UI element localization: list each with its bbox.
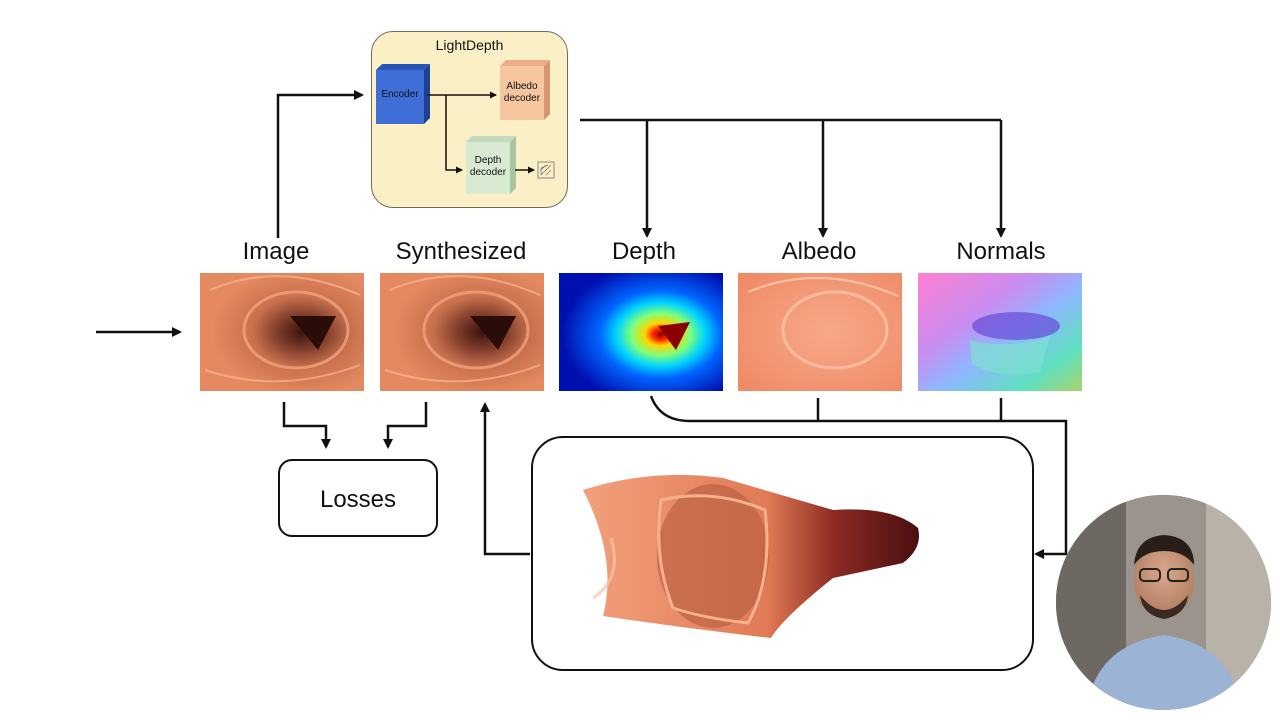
encoder-block	[376, 64, 430, 124]
synthesized-label: Synthesized	[395, 238, 527, 265]
normals-map-panel	[918, 273, 1082, 391]
depth-map-panel	[559, 273, 723, 391]
lightdepth-title: LightDepth	[435, 37, 504, 53]
albedo-decoder-label: Albedo decoder	[503, 81, 541, 104]
normals-label: Normals	[956, 238, 1046, 265]
depth-decoder-block	[466, 136, 516, 194]
synthesized-panel	[380, 273, 544, 391]
presenter-video	[1056, 495, 1271, 710]
3d-colon-render	[583, 474, 919, 638]
albedo-map-panel	[738, 273, 902, 391]
image-label: Image	[242, 238, 310, 265]
3d-render-box	[531, 436, 1034, 671]
3d-mesh-icon	[537, 161, 555, 179]
losses-label: Losses	[319, 486, 397, 513]
encoder-label: Encoder	[381, 89, 419, 100]
depth-label: Depth	[611, 238, 677, 265]
depth-decoder-label: Depth decoder	[469, 155, 507, 178]
losses-box: Losses	[278, 459, 438, 537]
albedo-label: Albedo	[781, 238, 857, 265]
albedo-decoder-block	[500, 60, 550, 120]
image-panel	[200, 273, 364, 391]
presenter-webcam	[1056, 495, 1271, 710]
